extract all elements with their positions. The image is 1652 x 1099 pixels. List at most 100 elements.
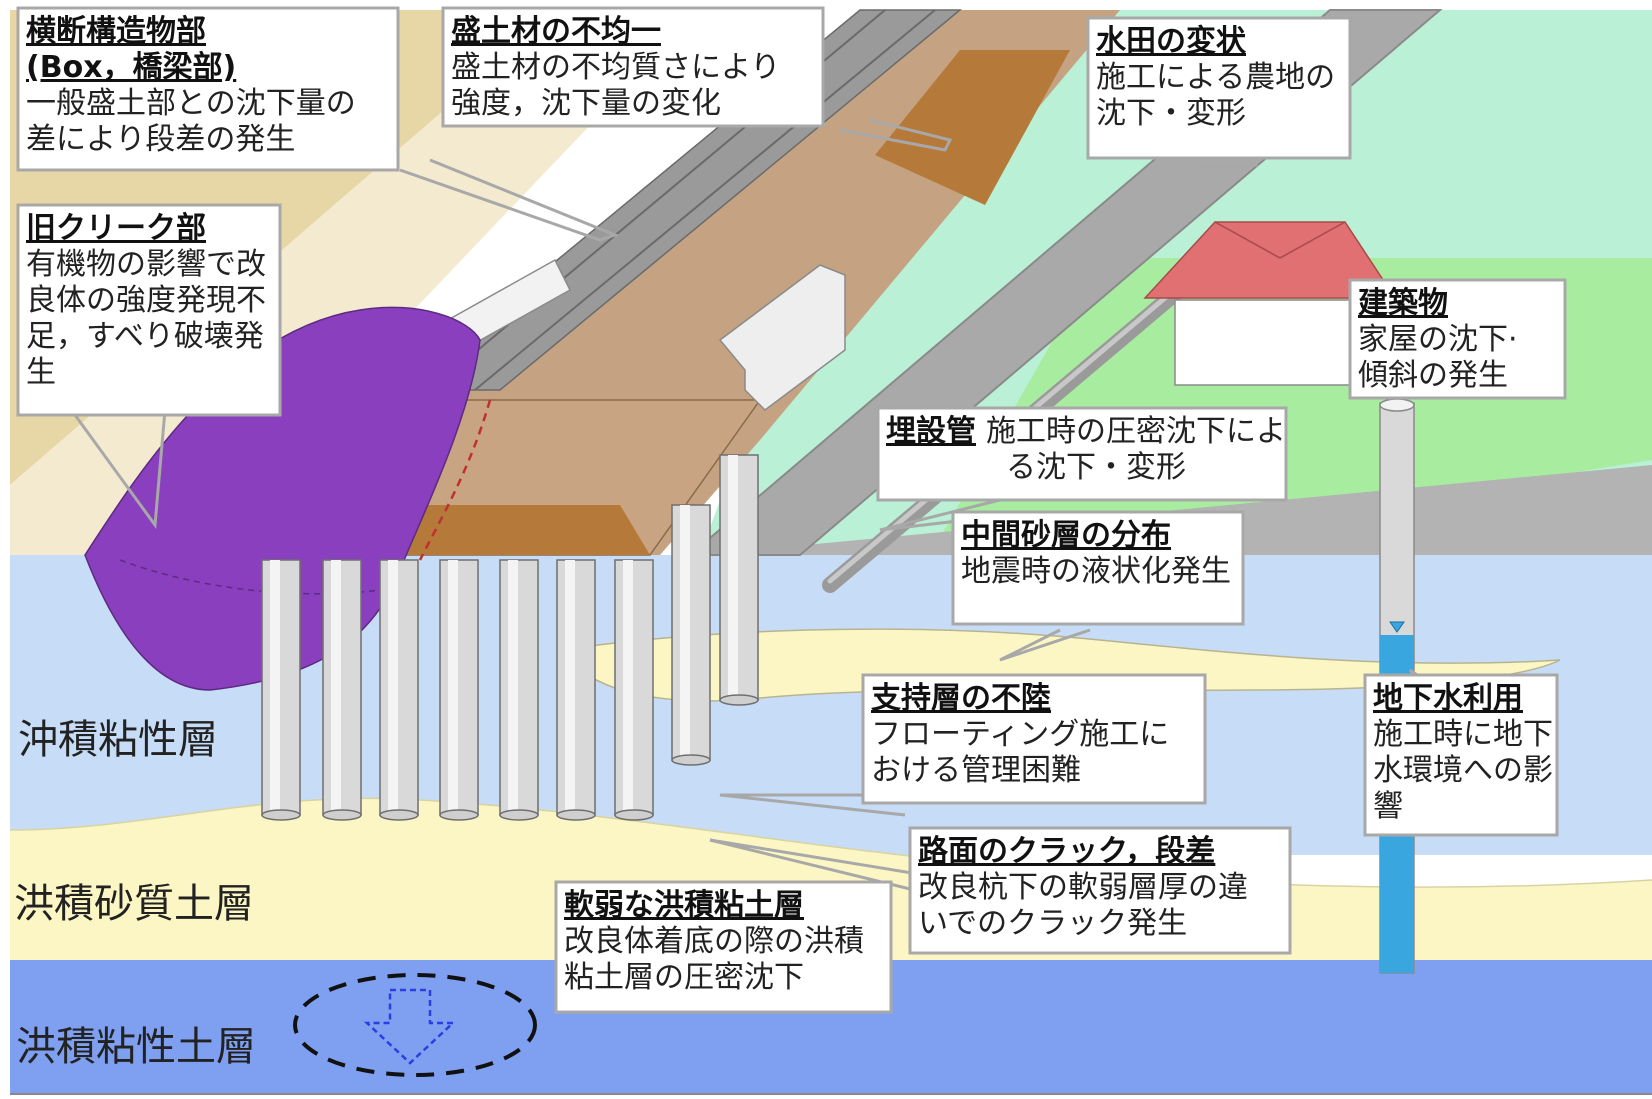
settlement-arrow: [363, 988, 457, 1065]
pile: [379, 559, 419, 821]
pile-shaft: [614, 559, 654, 816]
callout-body-line: フローティング施工に: [871, 717, 1169, 752]
pile-shaft: [261, 559, 301, 816]
callout-body-line: 有機物の影響で改: [26, 247, 266, 282]
pile-tip: [499, 809, 539, 821]
callout-box: [951, 510, 1245, 626]
callout-body-line: 傾斜の発生: [1358, 358, 1508, 393]
callout-body-line: 良体の強度発現不: [26, 283, 266, 318]
callout-body-line: 沈下・変形: [1096, 96, 1246, 131]
pile-shaft: [719, 454, 759, 701]
house-roof-ridge: [1214, 221, 1346, 259]
callout-body-line: 粘土層の圧密沈下: [564, 960, 804, 995]
callout-body-line: いでのクラック発生: [918, 906, 1187, 941]
callout-title: 建築物: [1358, 286, 1448, 321]
callout-body-line: 生: [26, 355, 56, 390]
settlement-indicator: [293, 973, 537, 1077]
callout-body-line: 一般盛土部との沈下量の: [26, 86, 356, 121]
improvement-piles: [261, 454, 759, 821]
track-rail-2: [474, 9, 936, 391]
pile: [719, 454, 759, 706]
callout-box: [554, 880, 893, 1014]
sky-strip: [0, 0, 1652, 10]
label-diluvial-sand: 洪積砂質土層: [14, 881, 254, 927]
well-top: [1379, 398, 1415, 412]
callout-body-line: 改良体着底の際の洪積: [564, 924, 864, 959]
callout-title: 地下水利用: [1373, 681, 1523, 716]
pile-shaft: [439, 559, 479, 816]
callout-box: [908, 826, 1292, 955]
callout-title: (Box，橋梁部): [26, 50, 236, 85]
callout-title: 軟弱な洪積粘土層: [564, 888, 804, 923]
pile-shaft: [322, 559, 362, 816]
water-level-mark: [1389, 621, 1405, 633]
pile: [556, 559, 596, 821]
callout-box: [876, 406, 1288, 502]
callout-box: [16, 6, 400, 172]
callout-title: 横断構造物部: [26, 14, 206, 49]
callout-box: [441, 6, 825, 128]
callout-body-line: 水環境への影: [1373, 753, 1553, 788]
pile-tip: [719, 694, 759, 706]
callout-title: 埋設管: [886, 414, 976, 449]
pile-tip: [556, 809, 596, 821]
fill-variation-patch-upper: [875, 50, 1070, 205]
callout-body-line: 施工による農地の: [1096, 60, 1335, 95]
leader-box: [399, 158, 620, 242]
callout-body-line: 地震時の液状化発生: [961, 554, 1231, 589]
callout-body-line: 響: [1373, 789, 1403, 824]
pile-tip: [379, 809, 419, 821]
label-diluvial-clay: 洪積粘性土層: [16, 1024, 256, 1070]
leader-support: [719, 793, 906, 817]
callout-body-line: 足，すべり破壊発: [26, 319, 264, 354]
callout-title: 路面のクラック，段差: [918, 834, 1215, 869]
house-wall: [1174, 299, 1356, 386]
callout-title: 水田の変状: [1096, 24, 1247, 59]
callout-title: 支持層の不陸: [871, 681, 1051, 716]
leader-creek: [73, 409, 167, 530]
sand-layer-upper-edge: [9, 797, 1652, 888]
slope-band: [10, 10, 700, 555]
callouts: 横断構造物部(Box，橋梁部)一般盛土部との沈下量の差により段差の発生盛土材の不…: [16, 6, 1567, 1014]
pile: [439, 559, 479, 821]
callout-body-line: 盛土材の不均質さにより: [451, 50, 780, 85]
pile-highlight: [508, 560, 518, 815]
pile: [499, 559, 539, 821]
pile-tip: [322, 809, 362, 821]
callout-body-line: おける管理困難: [871, 753, 1081, 788]
callout-body-line: 家屋の沈下·: [1358, 322, 1518, 357]
label-alluvial-clay: 沖積粘性層: [18, 717, 218, 763]
pile-tip: [261, 809, 301, 821]
callout-body-line: 差により段差の発生: [26, 122, 295, 157]
pile-tip: [439, 809, 479, 821]
pile-highlight: [448, 560, 458, 815]
pile-shaft: [499, 559, 539, 816]
callout-title: 旧クリーク部: [26, 211, 206, 246]
callout-box: [16, 203, 282, 417]
pile-highlight: [388, 560, 398, 815]
callout-box: [861, 673, 1207, 805]
callout-pipe: 埋設管施工時の圧密沈下による沈下・変形: [876, 406, 1288, 502]
leader-fill: [839, 118, 953, 152]
pile-highlight: [680, 505, 690, 760]
callout-body-line: 改良杭下の軟弱層厚の違: [918, 870, 1248, 905]
pile-shaft: [671, 504, 711, 761]
creek-boundary-dashed: [418, 399, 492, 561]
callout-title: 中間砂層の分布: [961, 518, 1171, 553]
pile: [322, 559, 362, 821]
pile-highlight: [623, 560, 633, 815]
callout-box: [1363, 673, 1559, 837]
callout-body-line: 強度，沈下量の変化: [451, 86, 721, 121]
callout-box: [1348, 278, 1567, 400]
